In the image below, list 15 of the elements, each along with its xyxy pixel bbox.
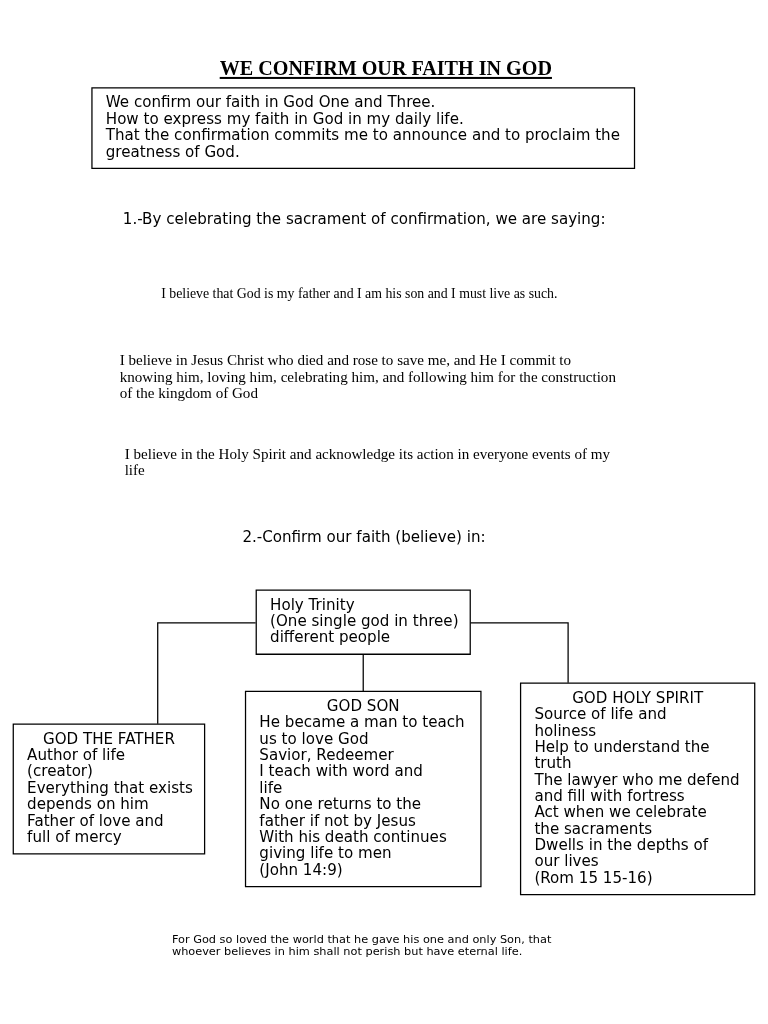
connector [469, 622, 569, 684]
label: I believe in the Holy Spirit and acknowledge its action in everyone events of my life [124, 445, 611, 478]
connector [362, 653, 364, 692]
label: 1.-By celebrating the sacrament of confirmation, we are saying: [122, 209, 606, 228]
node-box: We confirm our faith in God One and Three. How to express my faith in God in my daily life. That the confirmation commits me to announce and to proclaim the greatness of God. [91, 87, 636, 169]
diagram-title: WE CONFIRM OUR FAITH IN GOD [219, 56, 552, 79]
label: For God so loved the world that he gave his one and only Son, that whoever believes in him shall not perish but have eternal life. [171, 931, 552, 959]
label: I believe that God is my father and I am his son and I must live as such. [161, 285, 558, 301]
label: 2.-Confirm our faith (believe) in: [242, 528, 486, 547]
node-box: Holy Trinity (One single god in three) different people [255, 589, 471, 655]
label: I believe in Jesus Christ who died and rose to save me, and He I commit to knowing him, loving him, celebrating him, and following him for the construction of the kingdom of God [119, 352, 616, 402]
node-box: GOD THE FATHER Author of life (creator) Everything that exists depends on him Father of love and full of mercy [12, 723, 206, 855]
node-box: GOD HOLY SPIRIT Source of life and holiness Help to understand the truth The lawyer who me defend and fill with fortress Act when we celebrate the sacraments Dwells in the depths of our lives (Rom 15 15-16) [519, 682, 756, 896]
connector [157, 622, 257, 725]
node-box: GOD SON He became a man to teach us to love God Savior, Redeemer I teach with word and life No one returns to the father if not by Jesus With his death continues giving life to men (John 14:9) [244, 690, 482, 888]
